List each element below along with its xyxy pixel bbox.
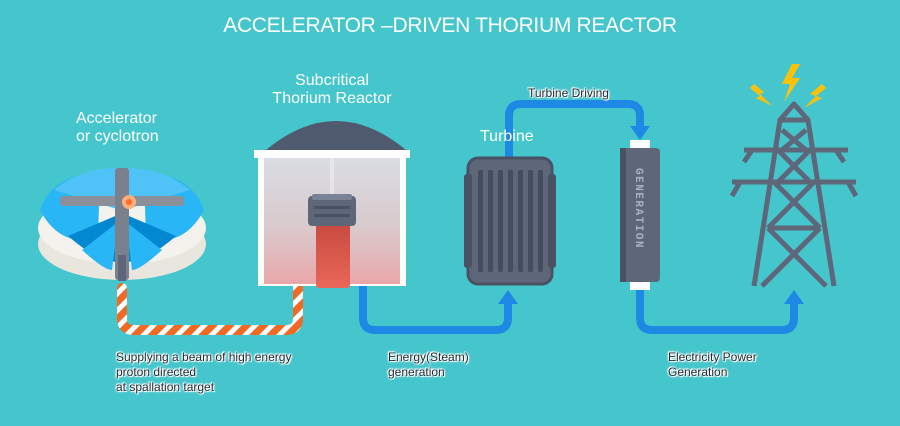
turbine-driving-pipe	[505, 100, 650, 158]
diagram-title: ACCELERATOR –DRIVEN THORIUM REACTOR	[223, 14, 677, 37]
reactor-label: Subcritical Thorium Reactor	[272, 72, 392, 107]
turbine-label: Turbine	[480, 128, 534, 145]
generator-label: GENERATION	[632, 168, 644, 249]
steam-caption: Energy(Steam) generation	[388, 350, 469, 379]
reactor-icon	[254, 121, 410, 288]
lightning-icon	[750, 64, 826, 108]
accelerator-icon	[38, 168, 206, 281]
power-pipe	[636, 286, 804, 334]
pylon-icon	[729, 101, 859, 288]
generator-icon: GENERATION	[620, 140, 660, 290]
power-caption: Electricity Power Generation	[668, 350, 757, 379]
turbine-icon	[464, 156, 556, 286]
beam-caption: Supplying a beam of high energy proton d…	[116, 350, 292, 394]
power-arrow-icon	[784, 290, 804, 304]
turbine-driving-label: Turbine Driving	[528, 86, 609, 100]
steam-arrow-icon	[498, 290, 518, 304]
accelerator-label: Accelerator or cyclotron	[76, 110, 159, 145]
driving-arrow-icon	[630, 126, 650, 140]
